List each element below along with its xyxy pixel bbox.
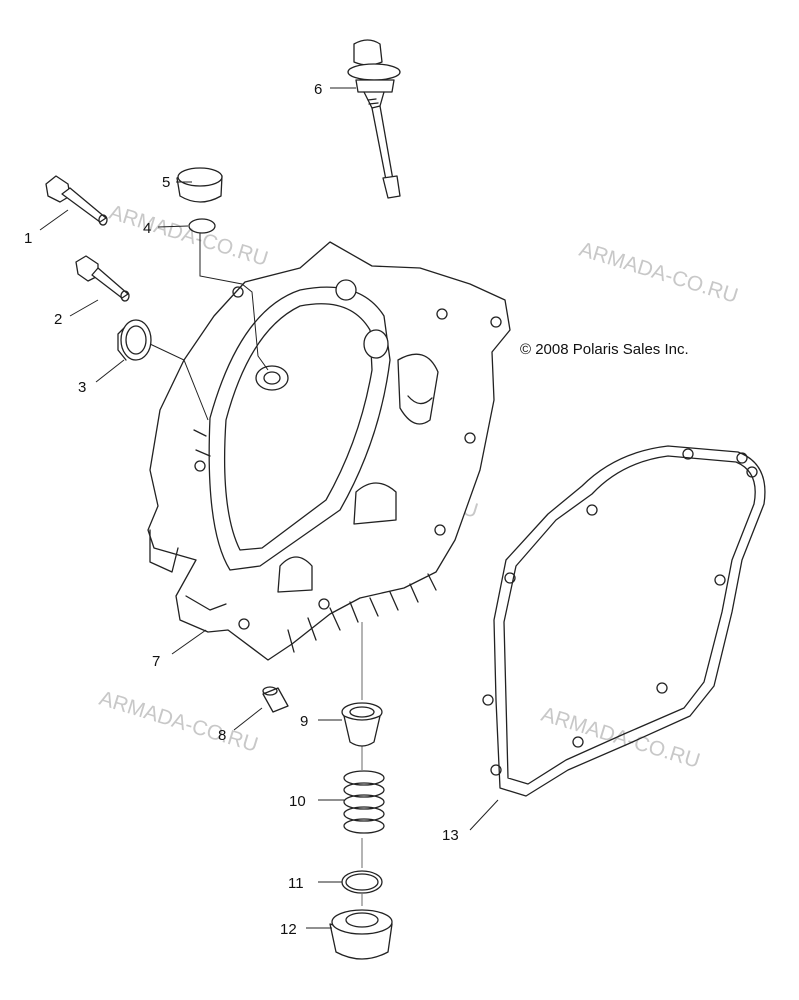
callout-12: 12 [280,921,297,938]
callout-1: 1 [24,230,32,247]
crankcase-cover-part [147,241,511,661]
drain-plug-part [329,909,393,960]
callout-10: 10 [289,793,306,810]
filter-cap-part [341,702,383,747]
bolt-2-part [75,255,130,302]
copyright-text: © 2008 Polaris Sales Inc. [520,341,689,358]
gasket-part [482,445,766,797]
dowel-pin-part [262,686,289,713]
callout-6: 6 [314,81,322,98]
dipstick-part [347,39,401,199]
callout-11: 11 [288,875,304,892]
callout-9: 9 [300,713,308,730]
o-ring-4-part [188,218,216,234]
callout-7: 7 [152,653,160,670]
callout-13: 13 [442,827,459,844]
cover-bolt-holes [194,286,502,630]
callouts: 1 2 3 4 5 6 7 8 9 10 11 12 13 [24,81,459,938]
callout-2: 2 [54,311,62,328]
seal-3-part [117,319,152,361]
bolt-1-part [45,175,108,226]
plug-cap-part [176,167,223,203]
callout-4: 4 [143,220,151,237]
watermark-4: ARMADA-CO.RU [97,687,261,757]
spring-part [343,770,385,834]
callout-5: 5 [162,174,170,191]
watermark-2: ARMADA-CO.RU [577,238,741,308]
gasket-bolt-holes [482,448,758,776]
callout-8: 8 [218,727,226,744]
callout-3: 3 [78,379,86,396]
leader-lines [39,87,499,929]
watermark-1: ARMADA-CO.RU [107,201,271,271]
